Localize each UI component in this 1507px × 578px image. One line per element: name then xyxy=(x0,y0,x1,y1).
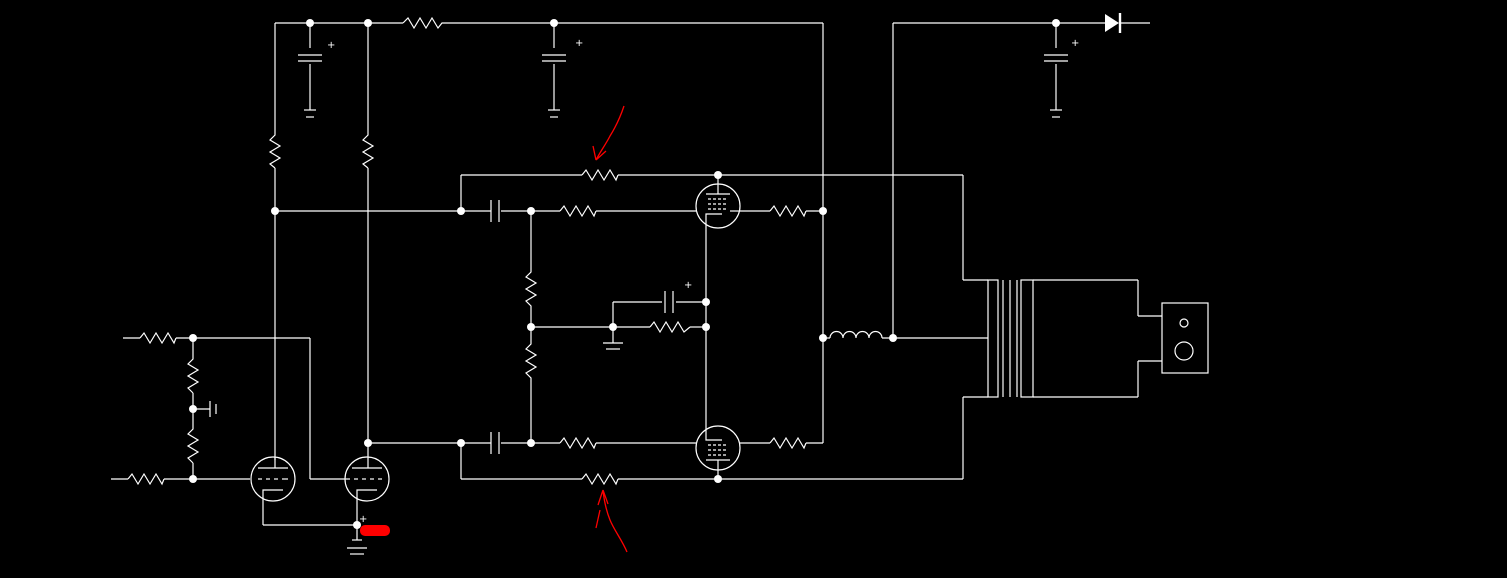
wires xyxy=(111,22,1150,555)
polarity-plus: + xyxy=(575,38,583,49)
resistor-divider-upper xyxy=(186,355,200,394)
resistor-feedback-bottom xyxy=(581,472,619,486)
vacuum-tubes xyxy=(250,183,741,502)
tube-pentode-top xyxy=(695,183,741,229)
resistor-bias-lower xyxy=(524,340,538,382)
inductor-choke xyxy=(829,330,883,339)
polarity-plus: + xyxy=(359,514,367,525)
resistor-divider-lower xyxy=(186,425,200,464)
resistor-feedback-top xyxy=(581,168,619,182)
resistor-input-bottom xyxy=(127,472,165,486)
tube-triode-right xyxy=(344,443,390,502)
annotation-arrow-bottom xyxy=(595,489,628,553)
red-annotations xyxy=(360,105,628,553)
annotation-arrow-top xyxy=(592,105,625,161)
resistor-plate-top xyxy=(769,204,807,218)
resistors xyxy=(127,16,807,486)
annotation-red-highlight xyxy=(360,525,390,536)
resistor-input-top xyxy=(139,331,177,345)
resistor-left-1 xyxy=(268,130,282,169)
resistor-top-rail xyxy=(402,16,447,30)
capacitor-coupling-top xyxy=(490,200,500,222)
capacitor-coupling-bottom xyxy=(490,432,500,454)
capacitor-electrolytic-2 xyxy=(542,54,566,62)
resistor-grid-bottom xyxy=(559,436,597,450)
polarity-plus: + xyxy=(684,280,692,291)
polarity-plus: + xyxy=(327,40,335,51)
tube-triode-left xyxy=(250,456,296,502)
polarity-marks: + + + + + xyxy=(327,38,1079,525)
resistor-left-2 xyxy=(361,130,375,169)
junction-dots xyxy=(189,19,1060,529)
resistor-plate-bottom xyxy=(769,436,807,450)
capacitors xyxy=(298,54,1068,454)
capacitor-electrolytic-1 xyxy=(298,54,322,62)
capacitor-electrolytic-3 xyxy=(1044,54,1068,62)
tube-pentode-bottom xyxy=(695,425,741,471)
capacitor-cathode-bypass xyxy=(664,291,674,313)
resistor-grid-top xyxy=(559,204,597,218)
diode-rectifier xyxy=(1105,13,1122,33)
speaker-icon xyxy=(1161,302,1209,374)
output-transformer xyxy=(987,279,1162,398)
resistor-bias-upper xyxy=(524,268,538,310)
resistor-cathode xyxy=(649,320,691,334)
polarity-plus: + xyxy=(1071,38,1079,49)
